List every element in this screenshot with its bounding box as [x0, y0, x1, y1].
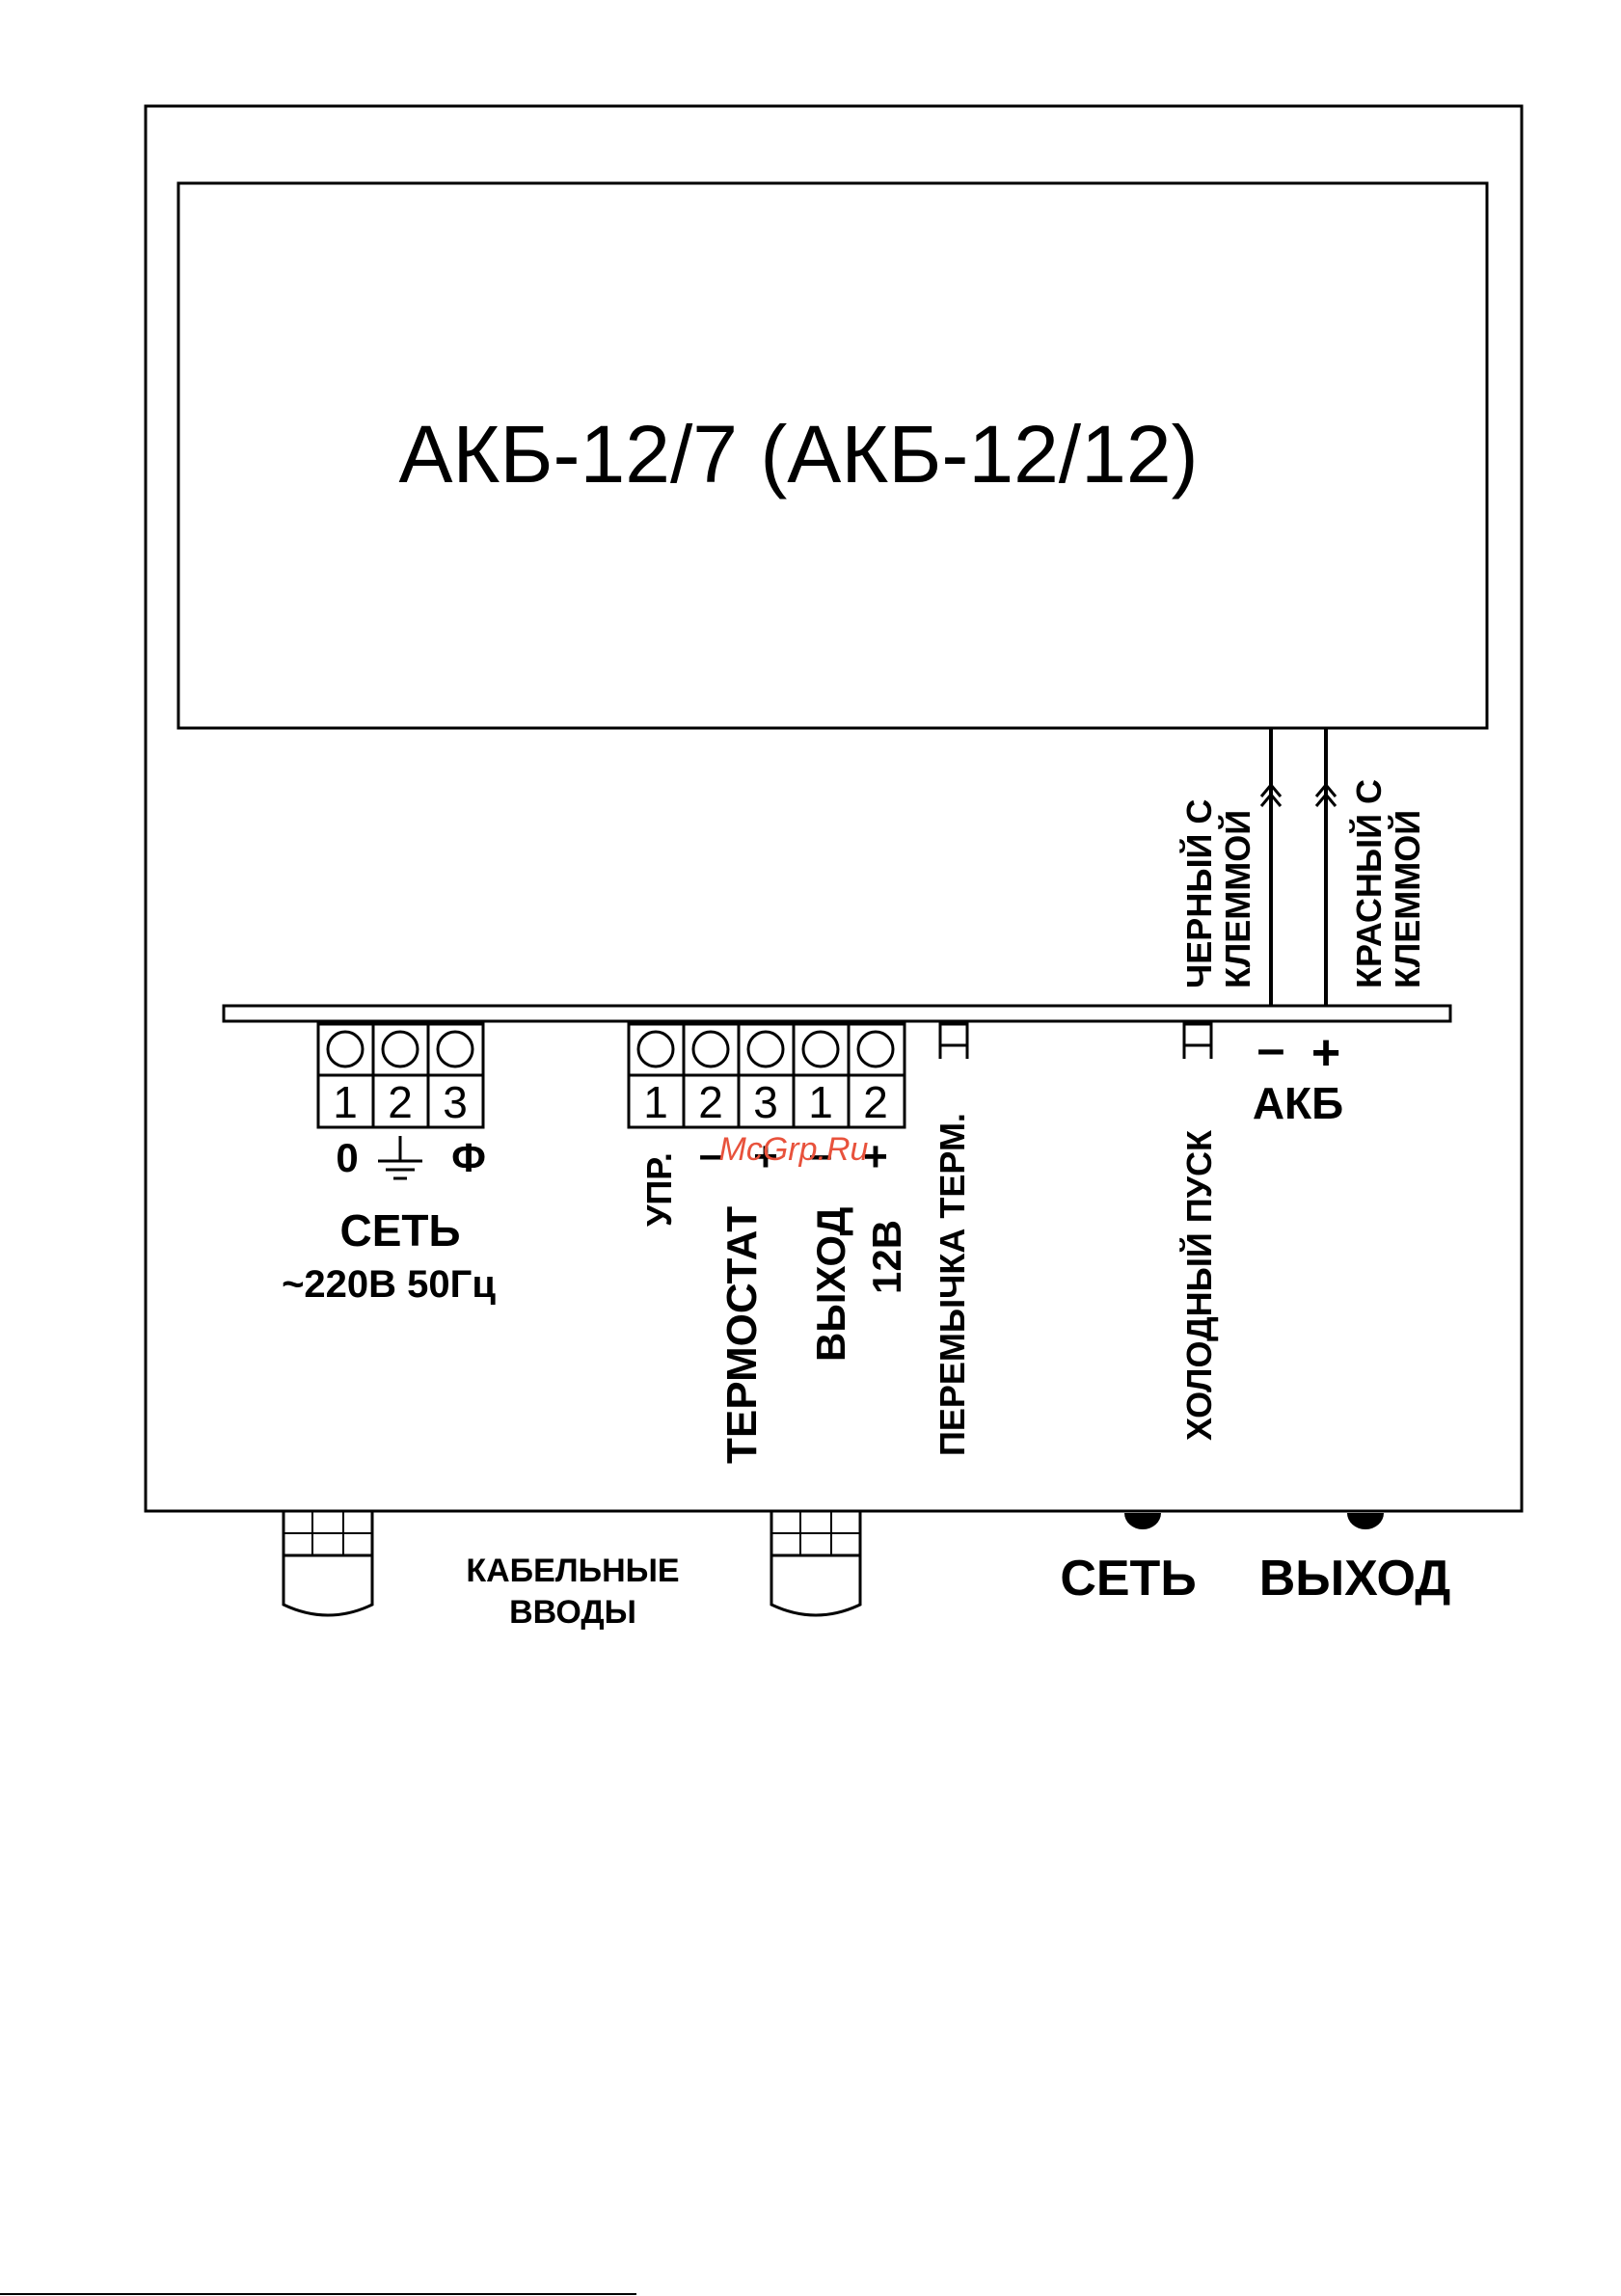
terminal-number: 1	[808, 1077, 833, 1127]
battery-wires	[1261, 728, 1336, 1006]
cold-start-jumper-icon	[1184, 1024, 1211, 1059]
upr-label: УПР.	[639, 1152, 679, 1227]
control-terminal-block: 1 2 3 1 2	[629, 1024, 905, 1127]
red-wire-label: КРАСНЫЙ С КЛЕММОЙ	[1348, 779, 1427, 988]
output-voltage-label: 12В	[864, 1220, 909, 1294]
battery-label: АКБ-12/7 (АКБ-12/12)	[398, 409, 1198, 500]
thermostat-label: ТЕРМОСТАТ	[718, 1206, 766, 1464]
led-output-icon	[1347, 1513, 1384, 1529]
akb-minus: –	[1257, 1021, 1285, 1077]
phase-label: Ф	[451, 1135, 486, 1180]
mains-voltage: ~220В 50Гц	[282, 1263, 496, 1306]
terminal-number: 1	[643, 1077, 668, 1127]
terminal-number: 3	[753, 1077, 778, 1127]
black-wire-label-line2: КЛЕММОЙ	[1217, 810, 1257, 988]
akb-label: АКБ	[1253, 1078, 1343, 1128]
screw-terminal-icon	[328, 1032, 363, 1067]
screw-terminal-icon	[803, 1032, 838, 1067]
mains-terminal-block: 1 2 3	[318, 1024, 483, 1127]
led-mains-label: СЕТЬ	[1060, 1551, 1196, 1607]
circuit-board	[224, 1006, 1450, 1021]
screw-terminal-icon	[858, 1032, 893, 1067]
screw-terminal-icon	[693, 1032, 728, 1067]
terminal-number: 3	[443, 1077, 468, 1127]
jumper-label: ПЕРЕМЫЧКА ТЕРМ.	[932, 1113, 972, 1456]
screw-terminal-icon	[748, 1032, 783, 1067]
cable-gland-icon	[284, 1511, 372, 1615]
terminal-number: 2	[863, 1077, 888, 1127]
cable-entries-line1: КАБЕЛЬНЫЕ	[466, 1553, 679, 1589]
cable-entries-line2: ВВОДЫ	[509, 1594, 636, 1631]
terminal-number: 1	[333, 1077, 358, 1127]
screw-terminal-icon	[638, 1032, 673, 1067]
screw-terminal-icon	[383, 1032, 418, 1067]
akb-plus: +	[1311, 1025, 1340, 1081]
terminal-number: 2	[698, 1077, 723, 1127]
watermark: McGrp.Ru	[719, 1131, 869, 1168]
mains-title: СЕТЬ	[339, 1205, 460, 1256]
ground-icon	[378, 1136, 422, 1178]
screw-terminal-icon	[438, 1032, 473, 1067]
red-wire-label-line1: КРАСНЫЙ С	[1348, 779, 1389, 988]
black-wire-label-line1: ЧЕРНЫЙ С	[1178, 799, 1219, 988]
led-mains-icon	[1124, 1513, 1161, 1529]
led-output-label: ВЫХОД	[1259, 1551, 1451, 1607]
cold-start-label: ХОЛОДНЫЙ ПУСК	[1178, 1129, 1219, 1441]
cable-gland-icon	[771, 1511, 860, 1615]
black-wire-label: ЧЕРНЫЙ С КЛЕММОЙ	[1178, 799, 1257, 988]
output-label: ВЫХОД	[808, 1207, 853, 1362]
red-wire-label-line2: КЛЕММОЙ	[1387, 810, 1427, 988]
jumper-icon	[940, 1024, 967, 1059]
neutral-label: 0	[336, 1135, 358, 1180]
terminal-number: 2	[388, 1077, 413, 1127]
